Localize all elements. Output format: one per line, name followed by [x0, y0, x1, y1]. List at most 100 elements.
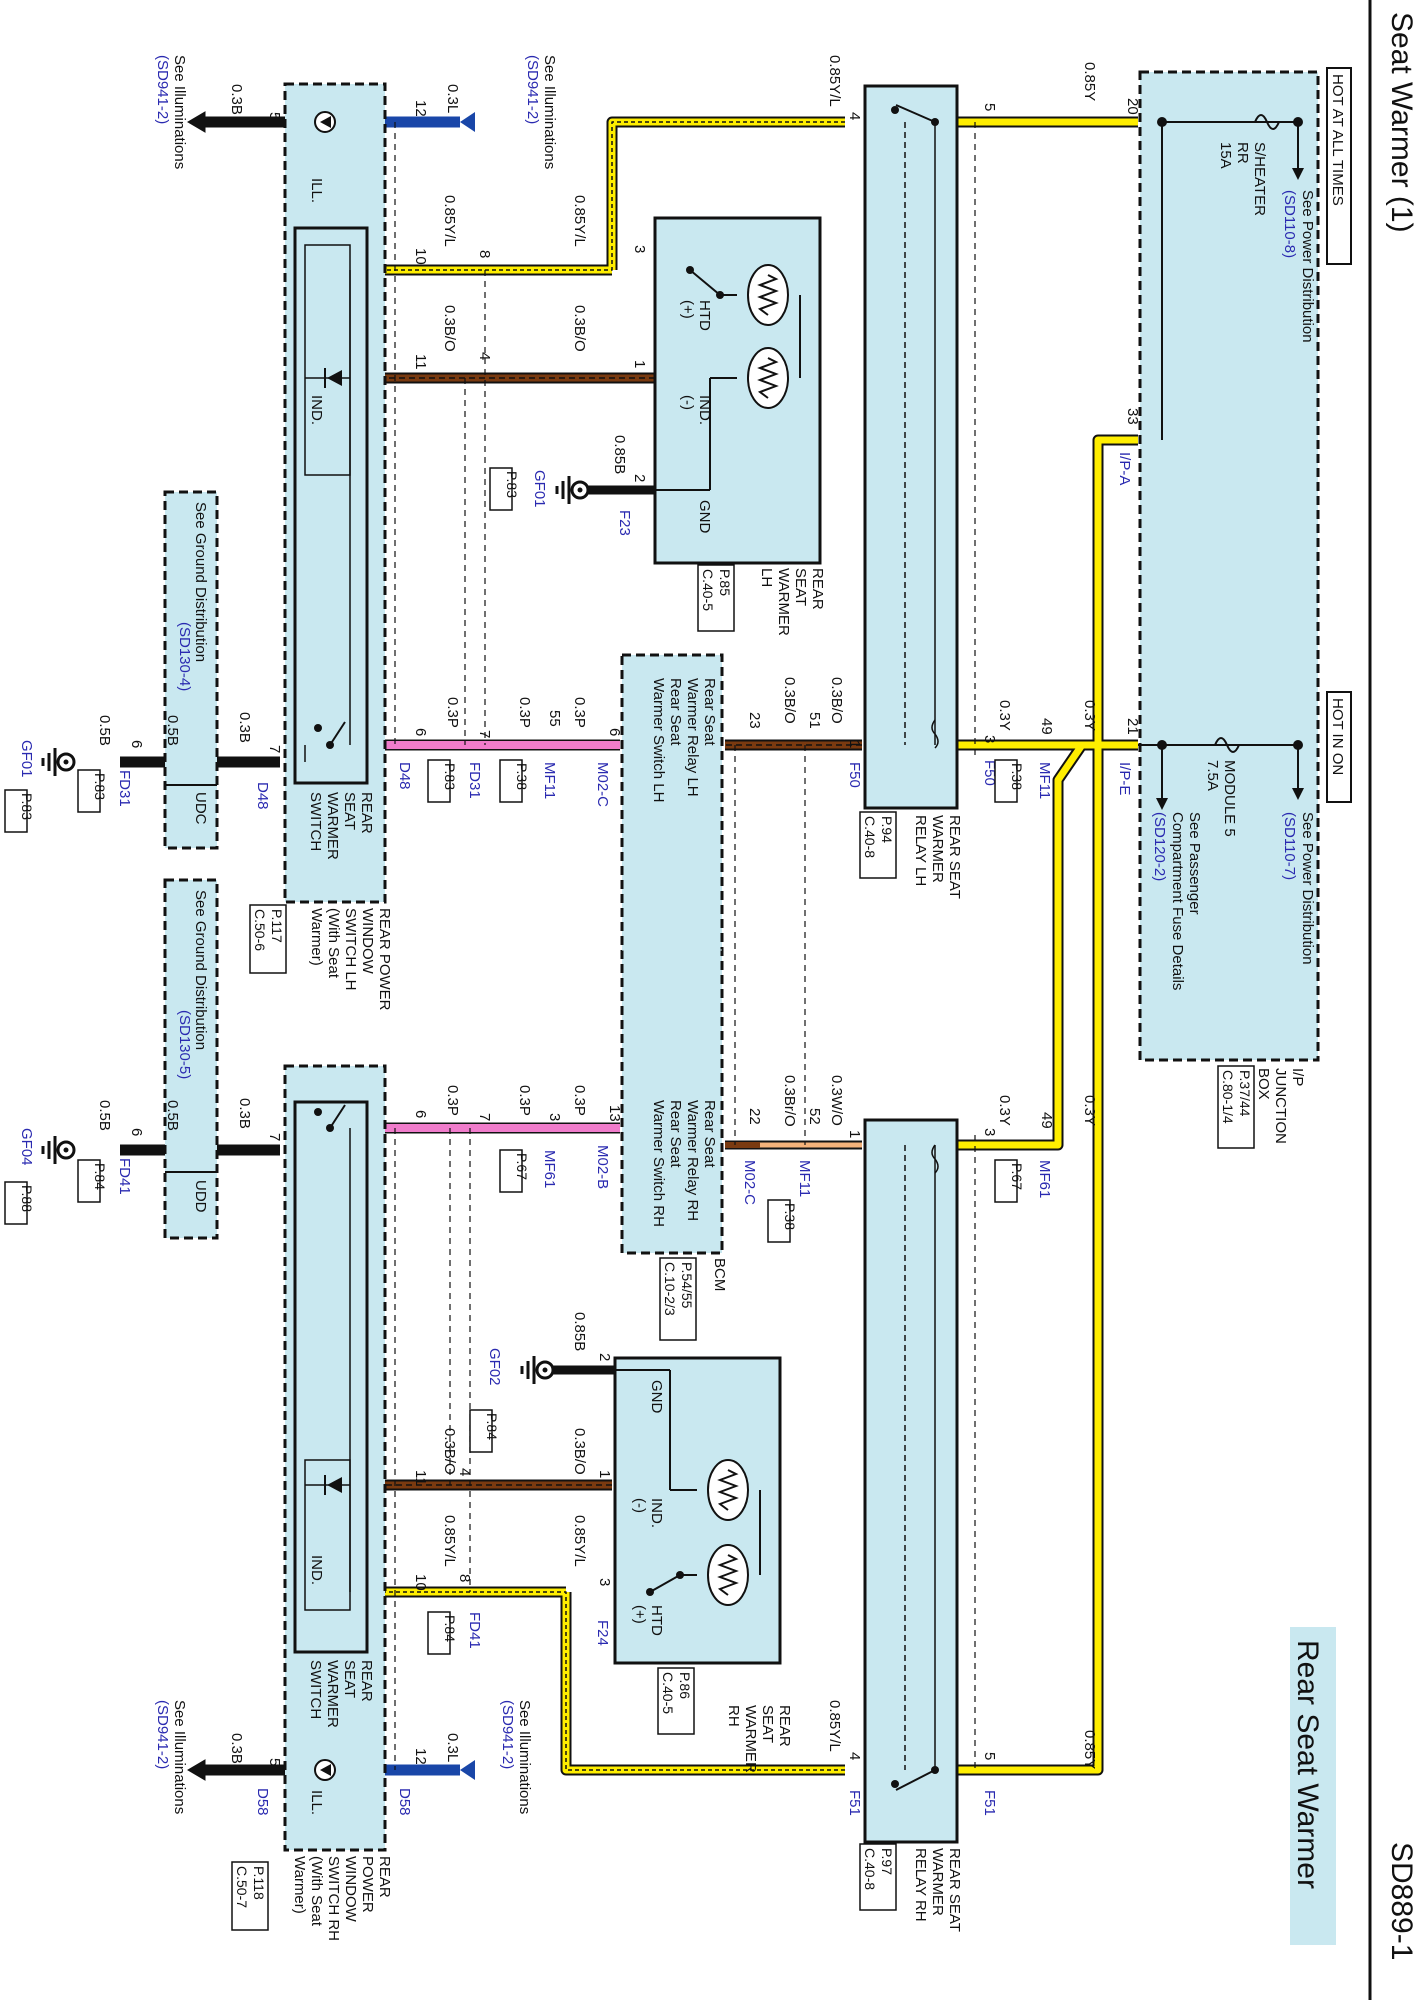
- seat-warmer-lh: [653, 216, 822, 565]
- warmer-lh-ref-box: [697, 564, 735, 632]
- wire-label: 0.3P: [571, 1085, 588, 1116]
- warmer-lh-name3: WARMER: [775, 568, 792, 636]
- relay-rh-ref-box: [859, 1843, 897, 1911]
- relay-lh-internals: [891, 104, 939, 749]
- pin-number: 3: [631, 245, 648, 253]
- conn-mf11-b: MF11: [541, 762, 558, 799]
- conn-ip-a: I/P-A: [1116, 452, 1133, 485]
- wire-label: 0.3B/O: [441, 1428, 458, 1475]
- pin-number: 5: [266, 1758, 283, 1766]
- relay-lh-name1: REAR SEAT: [946, 815, 963, 899]
- warmer-lh-ref2: C.40-5: [700, 569, 716, 611]
- switch-rh-ref1: P.118: [251, 1866, 267, 1900]
- conn-d58b: D58: [254, 1788, 271, 1816]
- fuse-e-note2: Compartment Fuse Details: [1169, 812, 1186, 990]
- conn-fd41-b: FD41: [116, 1158, 133, 1195]
- switch-rh-outer4: SWITCH RH: [325, 1856, 342, 1941]
- wire-label: 0.85Y/L: [441, 195, 458, 247]
- conn-mf61: MF61: [1036, 1160, 1053, 1198]
- relay-lh-name2: WARMER: [929, 815, 946, 883]
- conn-d48b: D48: [254, 782, 271, 810]
- pin-number: 2: [596, 1353, 613, 1361]
- relay-rh-internals: [891, 1144, 939, 1791]
- wire-label: 0.85B: [611, 435, 628, 474]
- pin-number: 4: [456, 1468, 473, 1476]
- fuse-e-note1: See Passenger: [1186, 812, 1203, 915]
- jbox-ref2: C.80-1/4: [1220, 1070, 1236, 1124]
- warmer-lh-name1: REAR: [809, 568, 826, 610]
- pin-number: 21: [1124, 718, 1141, 735]
- pin-number: 52: [806, 1108, 823, 1125]
- pin-number: 5: [981, 1752, 998, 1760]
- wire-label: 0.3B: [228, 84, 245, 115]
- ground-dist-lh: [163, 490, 219, 850]
- warmer-rh-plus: (+): [631, 1605, 648, 1624]
- jbox-name3: BOX: [1255, 1068, 1272, 1100]
- ground-dist-lh-ref: (SD130-4): [176, 622, 193, 691]
- wire-label: 0.3Y: [1081, 1095, 1098, 1126]
- bcm-rh-line1: Rear Seat: [701, 1100, 718, 1168]
- pin-number: 11: [412, 1470, 429, 1486]
- wire-label: 0.3B: [236, 1098, 253, 1129]
- conn-p84: P.84: [484, 1413, 500, 1440]
- wire-labels: 0.85Y 0.85Y/L 0.85Y/L 0.85Y/L 0.3B/O 0.3…: [96, 55, 1098, 1769]
- conn-f50: F50: [846, 762, 863, 788]
- pin-number: 13: [606, 1105, 623, 1122]
- fuse-a-see: See Power Distribution: [1299, 190, 1316, 343]
- conn-p38c-box: [767, 1199, 791, 1243]
- wire-label: 0.3B: [236, 712, 253, 743]
- wire-label: 0.85Y/L: [826, 55, 843, 107]
- switch-lh-name3: WARMER: [324, 792, 341, 860]
- bcm-lh-line3: Rear Seat: [667, 678, 684, 746]
- relay-rh-ref1: P.97: [879, 1848, 895, 1875]
- conn-p83: P.83: [504, 471, 520, 498]
- wire-label: 0.3L: [444, 84, 461, 113]
- bcm-rh-line3: Rear Seat: [667, 1100, 684, 1168]
- wire-label: 0.85Y/L: [826, 1700, 843, 1752]
- fuse-a-line1: S/HEATER: [1251, 142, 1268, 216]
- wire-label: 0.85Y: [1081, 62, 1098, 101]
- ground-block-udc: UDC: [192, 792, 209, 825]
- conn-p88-box: [4, 1181, 28, 1225]
- wire-label: 0.85Y: [1081, 1730, 1098, 1769]
- seat-warmer-lh-internals: [655, 264, 801, 491]
- warmer-rh-ind: IND.: [648, 1498, 665, 1528]
- pin-number: 6: [412, 728, 429, 736]
- switch-rh-ind: IND.: [308, 1555, 325, 1585]
- wire-label: 0.3Y: [996, 1095, 1013, 1126]
- pin-number: 22: [746, 1108, 763, 1125]
- wire-label: 0.85B: [571, 1312, 588, 1351]
- bcm-conn-c-rh: M02-C: [741, 1160, 758, 1205]
- conn-fd41: FD41: [466, 1612, 483, 1649]
- pin-number: 6: [412, 1110, 429, 1118]
- pin-number: 1: [846, 1130, 863, 1138]
- switch-rh-name1: REAR: [358, 1660, 375, 1702]
- page-title: Seat Warmer (1): [1385, 12, 1418, 233]
- fuse-a-see-ref: (SD110-8): [1281, 190, 1298, 258]
- conn-p84-box: [469, 1409, 493, 1453]
- wire-label: 0.5B: [96, 1100, 113, 1131]
- wires-pink: [380, 739, 620, 1134]
- relay-rh-ref2: C.40-8: [862, 1848, 878, 1890]
- bcm-conn-c-lh: M02-C: [594, 762, 611, 807]
- switch-lh-ind: IND.: [308, 395, 325, 425]
- conn-f24: F24: [594, 1620, 611, 1646]
- seat-warmer-rh-internals: [615, 1369, 761, 1606]
- switch-lh-outer4: (With Seat: [325, 908, 342, 979]
- relay-rh-name3: RELAY RH: [912, 1848, 929, 1922]
- pin-number: 7: [266, 745, 283, 753]
- switch-rh-ref-box: [231, 1861, 269, 1931]
- bcm-name: BCM: [711, 1258, 728, 1291]
- pin-number: 3: [981, 735, 998, 743]
- fuse-e-line1: MODULE 5: [1221, 760, 1238, 837]
- conn-p83-box: [489, 467, 513, 511]
- fuse-e-line2: 7.5A: [1204, 760, 1221, 791]
- warmer-lh-minus: (-): [679, 395, 696, 410]
- wire-label: 0.85Y/L: [571, 1515, 588, 1567]
- banner-on-box: [1326, 691, 1352, 803]
- switch-rh-outer1: REAR: [376, 1856, 393, 1898]
- illum-ref-lh-bot-code: (SD941-2): [154, 55, 171, 124]
- wire-label: 0.3Y: [996, 700, 1013, 731]
- jbox-ref-box: [1217, 1065, 1255, 1149]
- conn-p83b: P.83: [442, 763, 458, 790]
